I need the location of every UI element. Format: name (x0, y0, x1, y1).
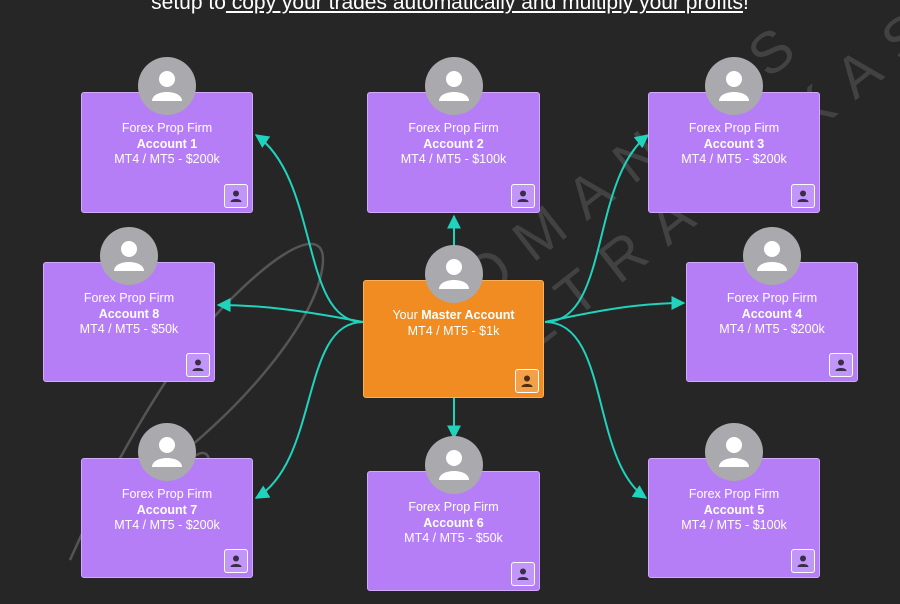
connector-account-3 (544, 134, 650, 323)
person-badge-icon[interactable] (515, 369, 539, 393)
user-avatar-icon (138, 423, 196, 481)
account-platform: MT4 / MT5 - $200k (114, 518, 220, 532)
account-card-2[interactable]: Forex Prop Firm Account 2 MT4 / MT5 - $1… (367, 92, 540, 213)
user-avatar-icon (425, 436, 483, 494)
connector-account-8 (216, 298, 364, 323)
account-firm: Forex Prop Firm (121, 121, 213, 135)
account-name: Account 1 (136, 136, 198, 151)
person-badge-icon[interactable] (186, 353, 210, 377)
account-name: Account 5 (703, 502, 765, 517)
master-title: Your Master Account (364, 308, 543, 324)
headline-prefix: setup to (151, 0, 226, 14)
account-card-7[interactable]: Forex Prop Firm Account 7 MT4 / MT5 - $2… (81, 458, 253, 578)
user-avatar-icon (743, 227, 801, 285)
account-platform: MT4 / MT5 - $50k (404, 531, 503, 545)
account-name: Account 2 (423, 136, 484, 151)
account-platform: MT4 / MT5 - $100k (400, 152, 507, 166)
account-platform: MT4 / MT5 - $100k (681, 518, 787, 532)
person-badge-icon[interactable] (511, 184, 535, 208)
person-badge-icon[interactable] (511, 562, 535, 586)
account-platform: MT4 / MT5 - $200k (114, 152, 220, 166)
connector-account-5 (544, 321, 648, 499)
account-platform: MT4 / MT5 - $200k (681, 152, 787, 166)
account-card-3[interactable]: Forex Prop Firm Account 3 MT4 / MT5 - $2… (648, 92, 820, 213)
headline-suffix: ! (742, 0, 749, 14)
account-firm: Forex Prop Firm (408, 121, 499, 135)
person-badge-icon[interactable] (791, 184, 815, 208)
user-avatar-icon (705, 423, 763, 481)
master-account-card[interactable]: Your Master Account MT4 / MT5 - $1k (363, 280, 544, 398)
connector-account-7 (254, 321, 364, 499)
user-avatar-icon (705, 57, 763, 115)
account-card-8[interactable]: Forex Prop Firm Account 8 MT4 / MT5 - $5… (43, 262, 215, 382)
master-title-bold: Master Account (421, 308, 515, 322)
account-name: Account 3 (703, 136, 765, 151)
account-firm: Forex Prop Firm (408, 500, 499, 514)
account-platform: MT4 / MT5 - $200k (719, 322, 825, 336)
master-title-prefix: Your (392, 308, 422, 322)
headline: setup to copy your trades automatically … (0, 0, 900, 16)
master-platform: MT4 / MT5 - $1k (407, 323, 500, 338)
account-platform: MT4 / MT5 - $50k (79, 322, 179, 336)
account-name: Account 4 (741, 306, 803, 321)
account-firm: Forex Prop Firm (688, 487, 780, 501)
account-firm: Forex Prop Firm (688, 121, 780, 135)
person-badge-icon[interactable] (829, 353, 853, 377)
person-badge-icon[interactable] (791, 549, 815, 573)
account-name: Account 8 (98, 306, 160, 321)
connector-account-1 (254, 134, 364, 323)
user-avatar-icon (425, 57, 483, 115)
person-badge-icon[interactable] (224, 549, 248, 573)
user-avatar-icon (138, 57, 196, 115)
account-firm: Forex Prop Firm (726, 291, 818, 305)
headline-link[interactable]: copy your trades automatically and multi… (225, 0, 743, 14)
person-badge-icon[interactable] (224, 184, 248, 208)
account-firm: Forex Prop Firm (83, 291, 175, 305)
user-avatar-icon (425, 245, 483, 303)
user-avatar-icon (100, 227, 158, 285)
account-name: Account 6 (423, 515, 484, 530)
account-name: Account 7 (136, 502, 198, 517)
connector-account-4 (544, 296, 686, 323)
account-firm: Forex Prop Firm (121, 487, 213, 501)
